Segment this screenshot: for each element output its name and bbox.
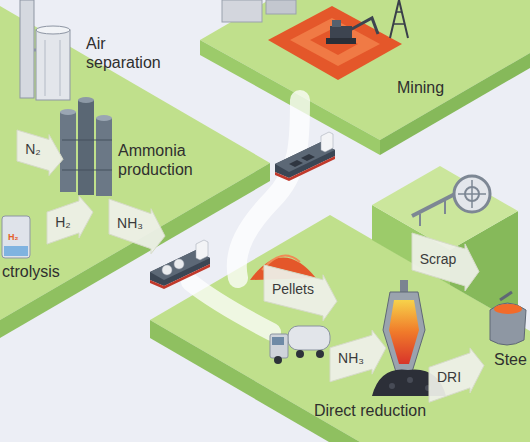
arrow-label: Pellets [272, 281, 314, 298]
excavator-cab [332, 20, 341, 27]
pipe [62, 140, 112, 141]
station-label: Ammonia production [118, 141, 214, 179]
truck-tank [288, 326, 330, 350]
arrow-label: N₂ [25, 141, 41, 158]
station-label: Mining [397, 78, 444, 97]
station-label: Stee [494, 350, 527, 369]
truck-wheel [316, 350, 324, 358]
pipe [45, 40, 46, 96]
air-separation-column [20, 0, 34, 98]
station-label: Direct reduction [314, 401, 426, 420]
drill-rig [396, 11, 402, 13]
arrow-band [412, 233, 479, 291]
arrow-band [109, 199, 165, 254]
excavator-arm [350, 18, 378, 34]
cargo-tank [162, 265, 172, 275]
excavator-track [326, 38, 356, 44]
truck-wheel [296, 350, 304, 358]
flow-arrow: Pellets [264, 260, 337, 325]
platform-side [380, 53, 530, 155]
reduction-shaft [383, 292, 425, 372]
station-label: H₂ [8, 232, 19, 243]
pipe [34, 49, 36, 52]
electrolyte [4, 246, 28, 256]
arrow-band [429, 347, 484, 401]
shipping-route [190, 282, 272, 332]
ammonia-ship [150, 240, 210, 289]
pipe [60, 40, 61, 96]
air-separation-unit [36, 30, 70, 100]
truck-wheel [274, 356, 282, 364]
arrow-band [47, 195, 93, 243]
station-label: ctrolysis [2, 262, 60, 281]
arrow-band [330, 330, 386, 382]
flow-arrow: DRI [429, 343, 484, 408]
ammonia-tower [78, 100, 94, 195]
flow-arrow: NH₃ [330, 326, 386, 387]
flow-arrow: NH₃ [109, 194, 165, 259]
building [266, 0, 296, 14]
ammonia-tower [60, 112, 76, 192]
station-label: Air separation [86, 34, 171, 72]
cargo-tank [174, 259, 184, 269]
scrap-drum [454, 176, 490, 212]
ammonia-tower [60, 109, 76, 115]
drill-rig [390, 0, 408, 38]
dri-pellet [389, 383, 395, 389]
ammonia-tower [96, 115, 112, 121]
ammonia-tower [78, 97, 94, 103]
arrow-label: NH₃ [338, 350, 364, 367]
furnace-electrode [500, 292, 512, 300]
truck-window [272, 337, 284, 345]
steel-furnace [490, 303, 526, 345]
reactor-pipe [400, 280, 408, 292]
mine-pit [268, 6, 402, 80]
reduction-glow [389, 300, 419, 364]
mine-pit-terrace [290, 18, 380, 66]
excavator-body [330, 26, 352, 38]
drill-rig [393, 23, 405, 25]
scrap-drum [471, 180, 473, 208]
flow-arrow: N₂ [17, 125, 63, 180]
shipping-route [237, 100, 300, 278]
arrow-band [17, 130, 63, 176]
arrow-label: Scrap [420, 251, 457, 268]
platform-top [372, 166, 518, 250]
ship-bridge [196, 240, 208, 260]
arrow-label: DRI [437, 369, 461, 386]
scrap-frame [444, 200, 446, 214]
cargo-hatch [289, 160, 303, 167]
arrow-band [264, 265, 337, 321]
scrap-frame [419, 214, 421, 226]
flow-arrow: H₂ [47, 191, 93, 250]
truck-cab [270, 334, 288, 358]
air-separation-unit [36, 26, 70, 34]
arrow-label: H₂ [55, 214, 71, 231]
ore-ship [275, 132, 335, 181]
cargo-hatch [301, 154, 315, 161]
ammonia-tower [96, 118, 112, 196]
scrap-conveyor [412, 194, 455, 216]
flow-arrow: Scrap [412, 228, 479, 296]
pipe [62, 170, 112, 171]
platform-side [150, 320, 360, 442]
arrow-label: NH₃ [117, 215, 143, 232]
ship-bridge [321, 132, 333, 152]
electrolysis-tank [2, 216, 30, 258]
building [222, 0, 262, 22]
furnace-glow [494, 304, 522, 314]
dri-pellet [407, 377, 413, 383]
